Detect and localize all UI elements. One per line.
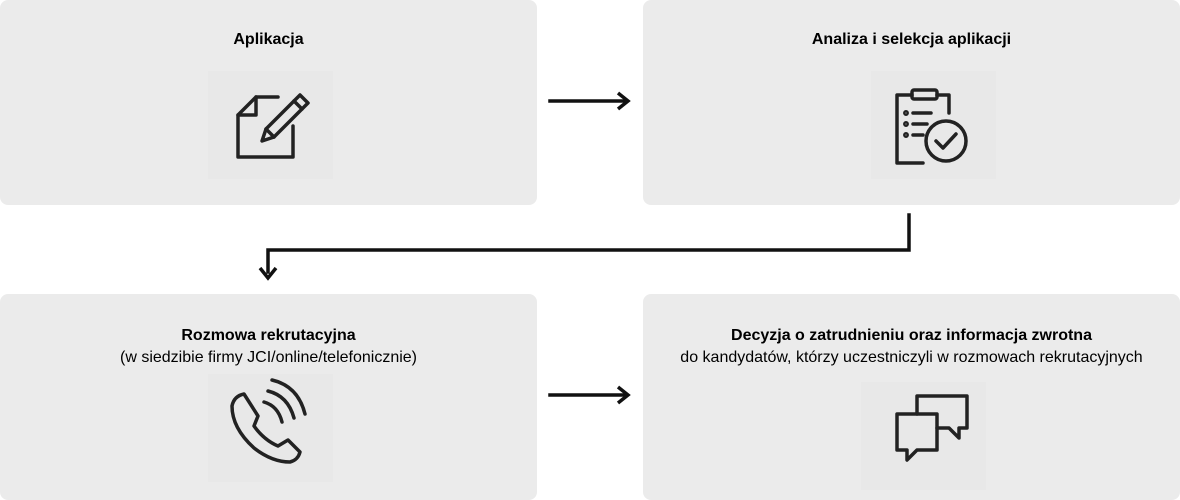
step-card-decision: Decyzja o zatrudnieniu oraz informacja z… bbox=[643, 294, 1180, 500]
arrowhead-step4 bbox=[616, 385, 631, 405]
step-card-analysis: Analiza i selekcja aplikacji bbox=[643, 0, 1180, 205]
step-subtitle: (w siedzibie firmy JCI/online/telefonicz… bbox=[120, 349, 417, 366]
step-subtitle: do kandydatów, którzy uczestniczyli w ro… bbox=[680, 349, 1143, 366]
step-title: Decyzja o zatrudnieniu oraz informacja z… bbox=[731, 327, 1092, 344]
phone-icon bbox=[208, 374, 333, 482]
step-card-interview: Rozmowa rekrutacyjna (w siedzibie firmy … bbox=[0, 294, 537, 500]
chat-bubbles-icon bbox=[861, 382, 986, 490]
arrowhead-step3 bbox=[258, 266, 278, 281]
arrow-step2-to-step3 bbox=[266, 213, 911, 274]
step-title: Aplikacja bbox=[233, 31, 304, 48]
arrowhead-step2 bbox=[616, 91, 631, 111]
step-title: Rozmowa rekrutacyjna bbox=[181, 327, 356, 344]
step-card-application: Aplikacja bbox=[0, 0, 537, 205]
document-edit-icon bbox=[208, 71, 333, 179]
step-title: Analiza i selekcja aplikacji bbox=[811, 31, 1012, 48]
clipboard-check-icon bbox=[871, 71, 996, 179]
